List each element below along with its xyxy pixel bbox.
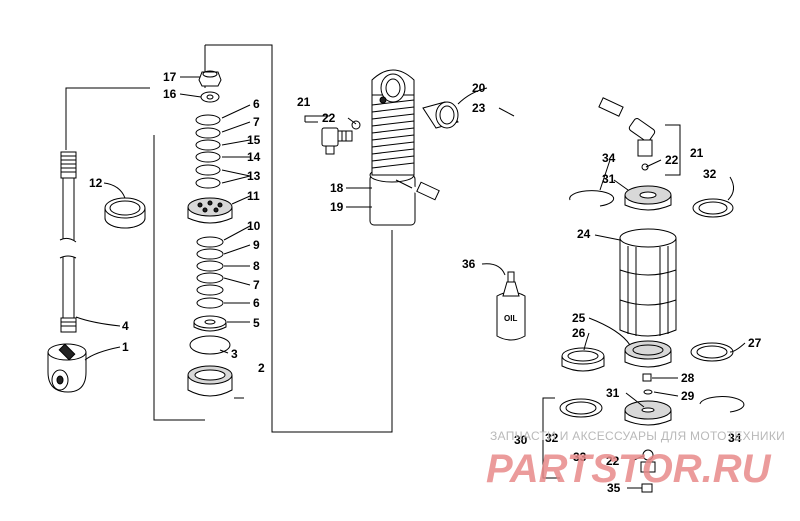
- callout-13: 13: [247, 169, 261, 183]
- callout-18: 18: [330, 181, 344, 195]
- watermark-tagline: ЗАПЧАСТИ И АКСЕССУАРЫ ДЛЯ МОТОТЕХНИКИ: [490, 429, 785, 443]
- callout-12: 12: [89, 176, 103, 190]
- callout-33: 33: [573, 450, 587, 464]
- callout-25: 25: [572, 311, 586, 325]
- callout-32-bottom: 32: [545, 431, 559, 445]
- callout-26: 26: [572, 326, 586, 340]
- callout-30: 30: [514, 433, 528, 447]
- callout-24: 24: [577, 227, 591, 241]
- callout-3: 3: [231, 347, 238, 361]
- callout-35: 35: [607, 481, 621, 495]
- callout-20: 20: [472, 81, 486, 95]
- fitting-left: [321, 120, 361, 155]
- bushing-12: [104, 197, 146, 229]
- reservoir-assembly: [559, 185, 745, 493]
- callout-23: 23: [472, 101, 486, 115]
- shock-body: [369, 69, 416, 226]
- callout-7-top: 7: [253, 115, 260, 129]
- callout-4: 4: [122, 319, 129, 333]
- callout-6-top: 6: [253, 97, 260, 111]
- callout-7-bottom: 7: [253, 278, 260, 292]
- callout-31-bottom: 31: [606, 386, 620, 400]
- callout-28: 28: [681, 371, 695, 385]
- callout-34-bottom: 34: [728, 431, 742, 445]
- callout-21-right: 21: [690, 146, 704, 160]
- oil-bottle-label: OIL: [504, 314, 517, 323]
- callout-15: 15: [247, 133, 261, 147]
- callout-27: 27: [748, 336, 762, 350]
- callout-17: 17: [163, 70, 177, 84]
- fitting-right: [628, 118, 656, 171]
- callout-14: 14: [247, 150, 261, 164]
- callout-36: 36: [462, 257, 476, 271]
- watermark: ЗАПЧАСТИ И АКСЕССУАРЫ ДЛЯ МОТОТЕХНИКИ PA…: [486, 429, 785, 491]
- callout-5: 5: [253, 316, 260, 330]
- watermark-brand: PARTSTOR.RU: [486, 447, 772, 491]
- callout-32-top: 32: [703, 167, 717, 181]
- callout-22-right: 22: [665, 153, 679, 167]
- callout-22-left: 22: [322, 111, 336, 125]
- callout-31-top: 31: [602, 172, 616, 186]
- callout-1: 1: [122, 340, 129, 354]
- callout-11: 11: [247, 189, 260, 203]
- callout-labels: 17 16 6 7 15 14 13 11 10 9 8 7 6 5 3 2 1…: [89, 70, 762, 495]
- callout-34-top: 34: [602, 151, 616, 165]
- callout-10: 10: [247, 219, 261, 233]
- leader-lines: [75, 76, 746, 489]
- assembly-brackets: [65, 44, 681, 479]
- callout-16: 16: [163, 87, 177, 101]
- piston-shaft: [59, 151, 77, 333]
- shock-eye: [47, 343, 87, 393]
- callout-21-left: 21: [297, 95, 311, 109]
- callout-9: 9: [253, 238, 260, 252]
- callout-29: 29: [681, 389, 695, 403]
- callout-22-bottom: 22: [606, 454, 620, 468]
- callout-8: 8: [253, 259, 260, 273]
- bushing-20: [422, 101, 459, 129]
- valve-stack: [187, 70, 244, 399]
- hose: [395, 93, 624, 216]
- callout-19: 19: [330, 200, 344, 214]
- callout-6-bottom: 6: [253, 296, 260, 310]
- oil-bottle: OIL: [496, 271, 526, 341]
- callout-2: 2: [258, 361, 265, 375]
